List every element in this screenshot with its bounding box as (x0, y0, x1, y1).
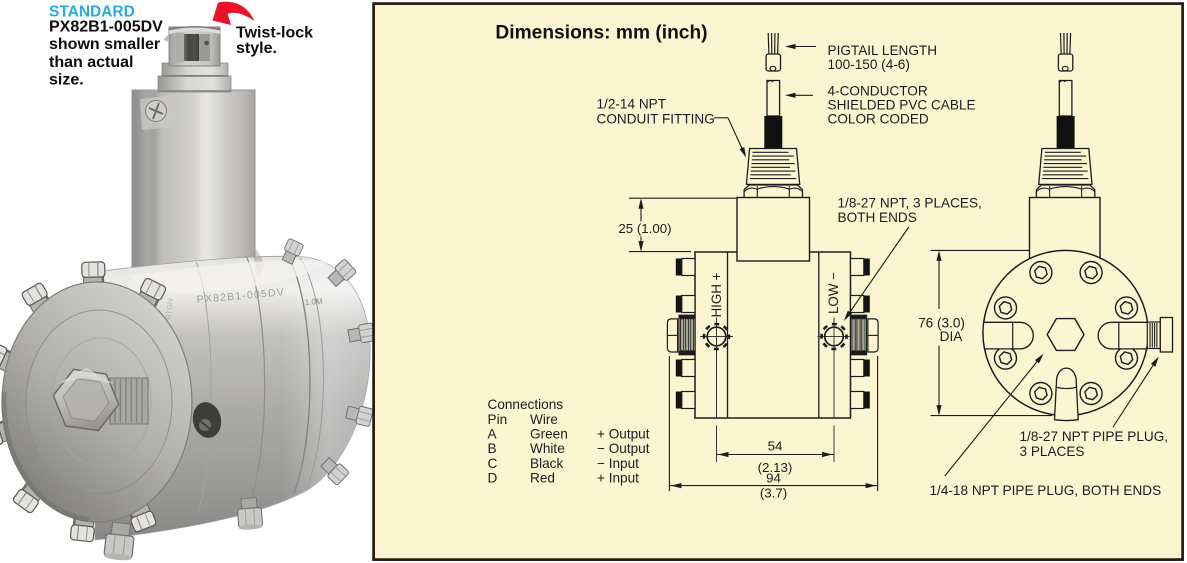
svg-text:A: A (488, 427, 498, 442)
svg-text:B: B (488, 441, 497, 456)
svg-text:1.0M: 1.0M (305, 297, 324, 307)
svg-text:1/2-14 NPT: 1/2-14 NPT (597, 97, 667, 112)
svg-text:54: 54 (768, 439, 783, 454)
svg-text:4-CONDUCTOR: 4-CONDUCTOR (828, 84, 928, 99)
svg-text:(3.7): (3.7) (760, 486, 787, 501)
svg-text:C: C (488, 456, 498, 471)
svg-text:− Output: − Output (597, 441, 650, 456)
svg-text:76 (3.0): 76 (3.0) (918, 316, 965, 331)
svg-text:(2.13): (2.13) (758, 460, 793, 475)
svg-text:size.: size. (49, 72, 84, 89)
svg-text:25 (1.00): 25 (1.00) (618, 221, 671, 236)
svg-text:STANDARD: STANDARD (49, 4, 135, 21)
svg-text:BOTH ENDS: BOTH ENDS (838, 210, 917, 225)
svg-text:shown smaller: shown smaller (49, 36, 160, 53)
svg-text:CONDUIT FITTING: CONDUIT FITTING (597, 111, 715, 126)
svg-text:Red: Red (530, 470, 555, 485)
svg-text:Black: Black (530, 456, 563, 471)
svg-text:1/8-27 NPT PIPE PLUG,: 1/8-27 NPT PIPE PLUG, (1020, 429, 1169, 444)
svg-text:RTGN: RTGN (164, 298, 175, 320)
svg-text:White: White (530, 441, 565, 456)
svg-text:Connections: Connections (488, 397, 564, 412)
svg-text:LOW −: LOW − (826, 272, 841, 314)
svg-text:Pin: Pin (488, 412, 508, 427)
svg-text:Dimensions: mm (inch): Dimensions: mm (inch) (495, 23, 707, 44)
svg-text:PIGTAIL LENGTH: PIGTAIL LENGTH (828, 43, 938, 58)
svg-text:D: D (488, 470, 498, 485)
svg-text:3 PLACES: 3 PLACES (1020, 444, 1085, 459)
svg-text:+ Input: + Input (597, 470, 639, 485)
svg-text:− Input: − Input (597, 456, 639, 471)
svg-text:HIGH +: HIGH + (709, 272, 724, 317)
svg-text:1/4-18 NPT PIPE PLUG, BOTH END: 1/4-18 NPT PIPE PLUG, BOTH ENDS (930, 483, 1162, 498)
svg-text:COLOR CODED: COLOR CODED (828, 112, 929, 127)
svg-text:SHIELDED PVC CABLE: SHIELDED PVC CABLE (828, 98, 976, 113)
svg-text:1/8-27 NPT, 3 PLACES,: 1/8-27 NPT, 3 PLACES, (838, 196, 982, 211)
svg-text:+ Output: + Output (597, 427, 650, 442)
svg-text:than actual: than actual (49, 54, 133, 71)
svg-text:Wire: Wire (530, 412, 558, 427)
svg-text:DIA: DIA (940, 329, 964, 344)
svg-text:Green: Green (530, 427, 568, 442)
svg-text:PX82B1-005DV: PX82B1-005DV (49, 19, 163, 36)
svg-text:100-150 (4-6): 100-150 (4-6) (828, 57, 910, 72)
svg-text:Twist-lock: Twist-lock (236, 24, 313, 41)
svg-text:94: 94 (766, 471, 781, 486)
svg-text:style.: style. (236, 40, 277, 57)
